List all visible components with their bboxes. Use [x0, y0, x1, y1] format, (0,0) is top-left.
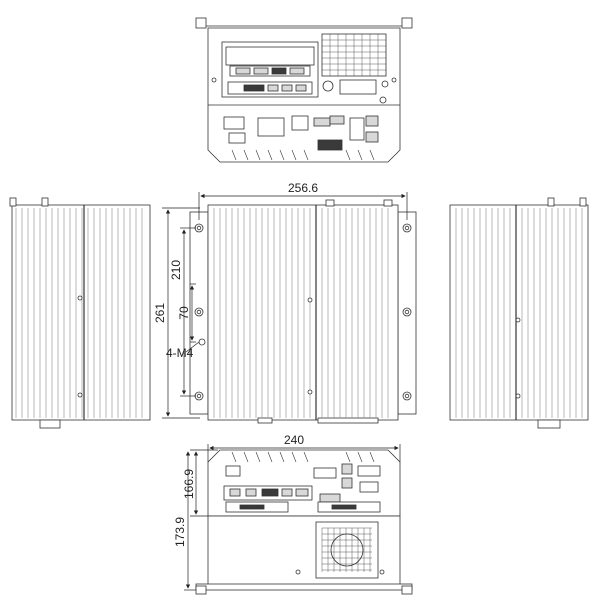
top-io-view: [195, 17, 413, 163]
bottom-vent-slots: [231, 451, 375, 463]
left-side-view: [9, 197, 151, 429]
dim-mount-spacing: 210: [169, 260, 183, 280]
top-grid-block: [322, 34, 386, 76]
fan-grille: [321, 527, 372, 572]
dim-height-total: 261: [153, 303, 167, 323]
dimensions-front: [162, 192, 408, 419]
bottom-ports: [223, 463, 381, 513]
dimensions-bottom: [184, 444, 401, 591]
dim-width-top: 256.6: [288, 181, 318, 195]
top-vent-slots: [231, 149, 375, 161]
dim-body-height: 173.9: [173, 517, 187, 547]
right-side-view: [449, 197, 589, 429]
right-fins: [455, 208, 583, 418]
top-lower-ports: [223, 115, 379, 151]
front-fins: [213, 208, 389, 418]
dim-inner-spacing: 70: [177, 306, 191, 320]
left-fins: [15, 208, 143, 418]
top-connectors: [235, 67, 307, 92]
dim-io-height: 166.9: [182, 469, 196, 499]
mounting-holes: [194, 223, 412, 401]
dim-width-bottom: 240: [284, 433, 304, 447]
dim-screw-spec: 4-M4: [166, 346, 194, 360]
bottom-io-view: [195, 449, 413, 595]
front-view: [189, 199, 417, 424]
